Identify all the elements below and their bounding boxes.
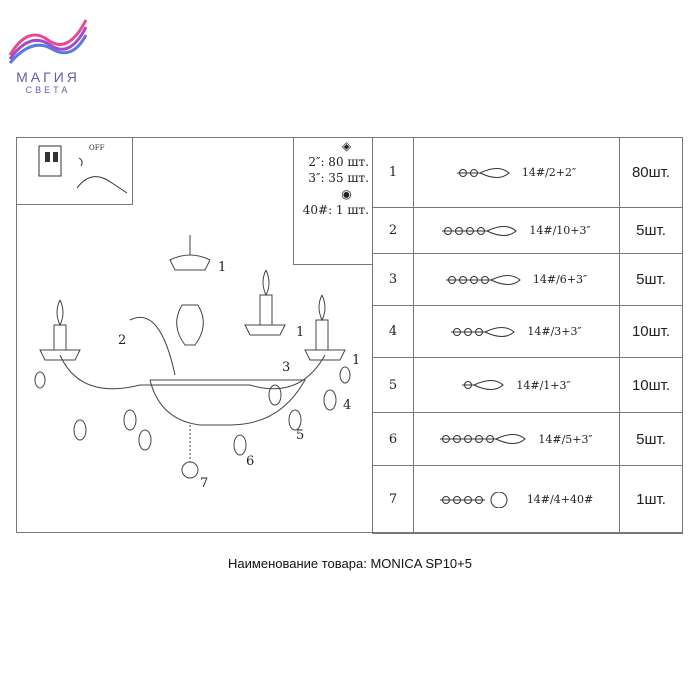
- part-cell: 14#/3+3″: [413, 305, 620, 358]
- table-row: 1 14#/2+2″ 80шт.: [372, 137, 683, 208]
- part-cell: 14#/2+2″: [413, 137, 620, 208]
- logo: МАГИЯ СВЕТА: [8, 15, 88, 95]
- parts-table: 1 14#/2+2″ 80шт.2 14#/10+3″ 5шт.3 14#/6+…: [372, 137, 683, 534]
- part-quantity: 5шт.: [619, 412, 683, 466]
- part-cell: 14#/6+3″: [413, 253, 620, 306]
- part-code: 14#/1+3″: [516, 378, 571, 392]
- part-number: 6: [372, 412, 414, 466]
- callout-1: 1: [352, 353, 361, 368]
- part-code: 14#/10+3″: [529, 224, 591, 237]
- callout-4: 4: [343, 398, 352, 413]
- crystal-strand-icon: [442, 225, 518, 236]
- part-number: 4: [372, 305, 414, 358]
- logo-waves-icon: [8, 19, 88, 64]
- table-row: 6 14#/5+3″ 5шт.: [372, 412, 683, 466]
- part-cell: 14#/5+3″: [413, 412, 620, 466]
- product-name-caption: Наименование товара: MONICA SP10+5: [228, 556, 472, 571]
- crystal-strand-icon: [445, 274, 521, 285]
- power-off-box: OFF: [16, 137, 133, 205]
- part-quantity: 1шт.: [619, 465, 683, 534]
- part-quantity: 10шт.: [619, 305, 683, 358]
- power-switch-hand-icon: [38, 145, 128, 194]
- chandelier-drawing: [34, 235, 351, 479]
- ball-crystal-icon: ◉: [341, 187, 352, 201]
- part-quantity: 10шт.: [619, 357, 683, 413]
- part-number: 7: [372, 465, 414, 534]
- legend-line: 40#: 1 шт.: [302, 203, 369, 217]
- table-row: 2 14#/10+3″ 5шт.: [372, 207, 683, 254]
- part-number: 3: [372, 253, 414, 306]
- logo-subtitle: СВЕТА: [25, 85, 71, 95]
- part-code: 14#/2+2″: [521, 166, 577, 179]
- part-number: 2: [372, 207, 414, 254]
- part-code: 14#/3+3″: [527, 325, 582, 338]
- part-cell: 14#/4+40#: [413, 465, 620, 534]
- part-code: 14#/6+3″: [532, 273, 588, 286]
- crystal-strand-icon: [451, 326, 516, 337]
- callout-1: 1: [296, 325, 305, 340]
- part-quantity: 5шт.: [619, 253, 683, 306]
- callout-6: 6: [246, 454, 255, 469]
- callout-5: 5: [296, 428, 305, 443]
- table-row: 7 14#/4+40# 1шт.: [372, 465, 683, 534]
- crystal-strand-icon: [440, 434, 527, 444]
- callout-1: 1: [218, 260, 227, 275]
- crystal-strand-icon: [439, 491, 508, 508]
- part-code: 14#/4+40#: [526, 493, 594, 506]
- crystal-strand-icon: [462, 380, 505, 390]
- part-cell: 14#/1+3″: [413, 357, 620, 413]
- table-row: 5 14#/1+3″ 10шт.: [372, 357, 683, 413]
- callout-2: 2: [118, 333, 127, 348]
- logo-title: МАГИЯ: [16, 69, 80, 85]
- part-number: 1: [372, 137, 414, 208]
- table-row: 3 14#/6+3″ 5шт.: [372, 253, 683, 306]
- legend-line: 3″: 35 шт.: [308, 171, 369, 185]
- crystal-strand-icon: [456, 167, 510, 178]
- legend-line: 2″: 80 шт.: [308, 155, 369, 169]
- part-quantity: 80шт.: [619, 137, 683, 208]
- part-cell: 14#/10+3″: [413, 207, 620, 254]
- part-quantity: 5шт.: [619, 207, 683, 254]
- table-row: 4 14#/3+3″ 10шт.: [372, 305, 683, 358]
- drop-crystal-icon: ◈: [341, 139, 352, 153]
- part-number: 5: [372, 357, 414, 413]
- off-label: OFF: [89, 144, 105, 152]
- callout-7: 7: [200, 476, 209, 491]
- part-code: 14#/5+3″: [538, 432, 593, 446]
- callout-3: 3: [282, 360, 291, 375]
